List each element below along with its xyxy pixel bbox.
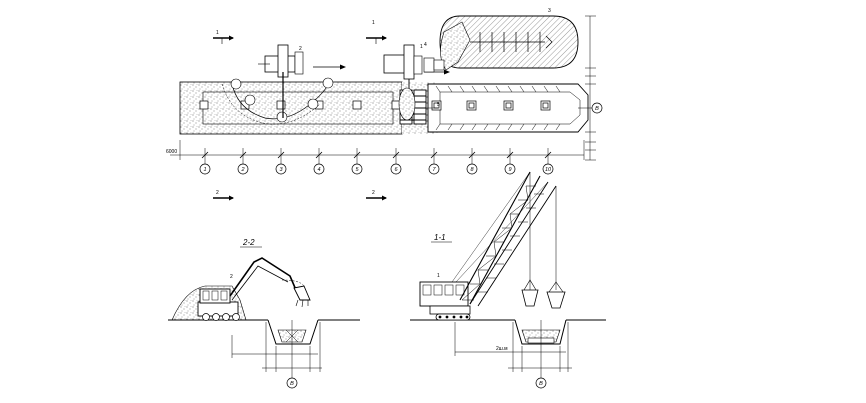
section-1-1-dimensions [454,320,572,378]
trench-slope-marks [435,85,561,131]
section-2-2: 2-2 2 [168,238,360,389]
crane-side: 1 [419,171,566,321]
section-mark-top-left: 1 [216,30,219,36]
plan-mark-5: 5 [437,102,440,108]
plan-mark-1: 1 [420,44,423,50]
plan-mark-4: 4 [424,42,427,48]
plan-dimension-ticks [201,151,552,159]
axis-1-label: 1 [203,167,206,173]
axis-7-label: 7 [432,167,436,173]
foundation-pads [199,100,551,111]
section-2-2-axis-bubble [286,377,298,389]
axis-10-label: 10 [545,167,552,173]
trench-section-left [267,319,319,345]
bucket-positions [230,77,334,123]
plan-view: 2 1 5 [166,8,603,201]
section-1-1-title: 1-1 [434,233,446,242]
section-mark-bottom-left: 2 [216,190,219,196]
plan-axis-bubbles: 1 2 3 4 5 6 7 8 9 10 [199,163,554,175]
plan-spacing-label: 6000 [166,149,177,155]
soil-stockpile: 3 4 [423,8,579,73]
plan-right-dimensions [578,15,596,161]
section-cut-marks [213,35,387,201]
soil-band [179,81,403,135]
axis-4-label: 4 [317,167,320,173]
movement-arrow [313,64,450,75]
plan-axis-side-label: В [595,106,599,112]
excavator-side: 2 [197,257,311,321]
plan-axis-dimension-line [170,140,585,172]
axis-5-label: 5 [355,167,359,173]
excavator-plan: 2 [258,44,304,118]
axis-8-label: 8 [470,167,474,173]
plan-mark-3: 3 [548,8,551,14]
axis-6-label: 6 [394,167,398,173]
section-2-2-dimensions [231,320,322,378]
section-1-1-axis-label: В [539,381,543,387]
section-2-2-mark: 2 [230,274,233,280]
axis-3-label: 3 [279,167,283,173]
section-2-2-axis-label: В [290,381,294,387]
crane-plan: 1 5 [383,44,440,125]
section-1-1-mark: 1 [437,273,440,279]
axis-2-label: 2 [240,167,244,173]
section-mark-top-right: 1 [372,20,375,26]
section-mark-bottom-right: 2 [372,190,375,196]
section-1-1: 1-1 1 [410,171,606,389]
plan-axis-side [591,102,603,114]
section-1-1-dim-label: 2ш.м [496,346,508,352]
axis-9-label: 9 [508,167,511,173]
section-1-1-axis-bubble [535,377,547,389]
plan-mark-2: 2 [299,46,302,52]
section-2-2-title: 2-2 [242,238,255,247]
